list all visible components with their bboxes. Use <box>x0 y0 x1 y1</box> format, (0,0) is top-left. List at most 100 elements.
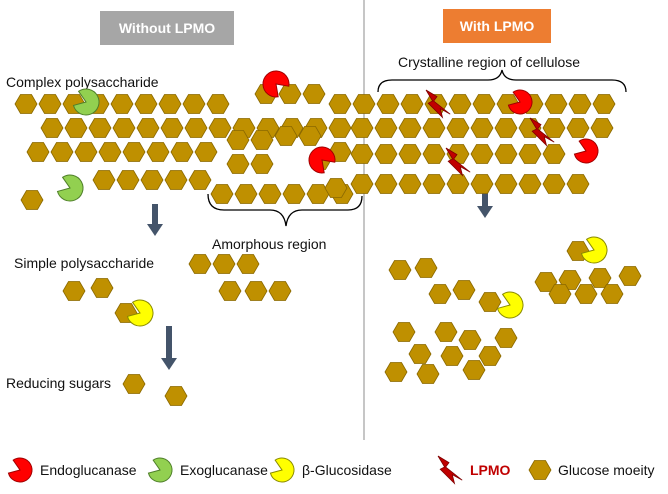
glucose-hexagon <box>182 94 206 114</box>
beta-glucosidase-icon <box>580 236 608 264</box>
glucose-hexagon <box>14 94 38 114</box>
glucose-hexagon <box>278 84 302 104</box>
glucose-hexagon <box>282 184 306 204</box>
lpmo-icon <box>529 117 555 147</box>
endoglucanase-icon <box>507 89 533 115</box>
glucose-hexagon <box>392 322 416 342</box>
glucose-hexagon <box>164 386 188 406</box>
lpmo-icon <box>445 147 471 177</box>
label-amorphous-region: Amorphous region <box>212 236 326 252</box>
glucose-hexagon <box>62 281 86 301</box>
glucose-hexagon <box>38 94 62 114</box>
glucose-hexagon <box>374 144 398 164</box>
glucose-hexagon <box>352 94 376 114</box>
glucose-hexagon <box>566 118 590 138</box>
glucose-hexagon <box>92 170 116 190</box>
glucose-hexagon <box>26 142 50 162</box>
lpmo-icon <box>437 455 463 485</box>
glucose-hexagon <box>542 144 566 164</box>
glucose-hexagon <box>470 144 494 164</box>
glucose-hexagon <box>566 174 590 194</box>
glucose-hexagon <box>494 328 518 348</box>
glucose-hexagon <box>618 266 642 286</box>
glucose-hexagon <box>518 174 542 194</box>
glucose-hexagon <box>218 281 242 301</box>
glucose-hexagon <box>122 142 146 162</box>
glucose-hexagon <box>592 94 616 114</box>
legend-label: LPMO <box>470 462 511 478</box>
label-reducing-sugars: Reducing sugars <box>6 375 111 391</box>
glucose-moiety-icon <box>528 460 552 480</box>
glucose-hexagon <box>40 118 64 138</box>
glucose-hexagon <box>234 184 258 204</box>
endoglucanase-icon <box>573 138 599 164</box>
enzyme-layer <box>56 70 608 327</box>
glucose-hexagon <box>112 118 136 138</box>
glucose-hexagon <box>274 126 298 146</box>
glucose-hexagon <box>350 118 374 138</box>
glucose-hexagon <box>136 118 160 138</box>
glucose-hexagon <box>384 362 408 382</box>
glucose-hexagon <box>388 260 412 280</box>
glucose-hexagon <box>440 346 464 366</box>
glucose-hexagon <box>448 94 472 114</box>
glucose-hexagon <box>244 281 268 301</box>
glucose-hexagon <box>398 174 422 194</box>
glucose-hexagon <box>588 268 612 288</box>
glucose-hexagon <box>478 292 502 312</box>
crystalline-brace <box>377 69 627 93</box>
legend-label: Exoglucanase <box>180 462 268 478</box>
glucose-hexagon <box>590 118 614 138</box>
glucose-hexagon <box>422 144 446 164</box>
beta-glucosidase-icon <box>126 299 154 327</box>
glucose-hexagon <box>88 118 112 138</box>
glucose-hexagon <box>90 278 114 298</box>
arrow-down-icon <box>161 326 177 370</box>
glucose-hexagon <box>408 344 432 364</box>
glucose-hexagon <box>324 178 348 198</box>
glucose-hexagon <box>376 94 400 114</box>
header-without-lpmo-text: Without LPMO <box>119 20 215 36</box>
header-without-lpmo: Without LPMO <box>100 11 234 45</box>
glucose-hexagon <box>428 284 452 304</box>
glucose-hexagon <box>250 154 274 174</box>
glucose-hexagon <box>208 118 232 138</box>
exoglucanase-icon <box>72 88 100 116</box>
glucose-hexagon <box>452 280 476 300</box>
glucose-hexagon <box>600 284 624 304</box>
glucose-hexagon <box>328 94 352 114</box>
glucose-hexagon <box>416 364 440 384</box>
glucose-hexagon <box>160 118 184 138</box>
glucose-hexagon <box>250 130 274 150</box>
glucose-hexagon <box>422 118 446 138</box>
glucose-hexagon <box>374 118 398 138</box>
endoglucanase-icon <box>7 457 33 483</box>
glucose-hexagon <box>400 94 424 114</box>
glucose-hexagon <box>258 184 282 204</box>
glucose-hexagon <box>188 254 212 274</box>
header-with-lpmo-text: With LPMO <box>460 18 535 34</box>
glucose-hexagon <box>64 118 88 138</box>
glucose-hexagon <box>548 284 572 304</box>
glucose-hexagon <box>140 170 164 190</box>
glucose-hexagon <box>298 126 322 146</box>
glucose-hexagon <box>568 94 592 114</box>
glucose-hexagon <box>422 174 446 194</box>
glucose-hexagon <box>494 174 518 194</box>
glucose-hexagon <box>458 330 482 350</box>
glucose-hexagon <box>544 94 568 114</box>
legend-label: Endoglucanase <box>40 462 137 478</box>
glucose-hexagon <box>470 118 494 138</box>
header-with-lpmo-box <box>443 9 551 43</box>
glucose-hexagon <box>494 118 518 138</box>
glucose-hexagon <box>134 94 158 114</box>
glucose-hexagon <box>122 374 146 394</box>
glucose-hexagon <box>236 254 260 274</box>
glucose-hexagon <box>374 174 398 194</box>
glucose-hexagon <box>470 174 494 194</box>
glucose-hexagon <box>446 118 470 138</box>
label-simple-polysaccharide: Simple polysaccharide <box>14 255 154 271</box>
lpmo-icon <box>425 89 451 119</box>
glucose-hexagon <box>542 174 566 194</box>
legend-label: Glucose moeity <box>558 462 654 478</box>
